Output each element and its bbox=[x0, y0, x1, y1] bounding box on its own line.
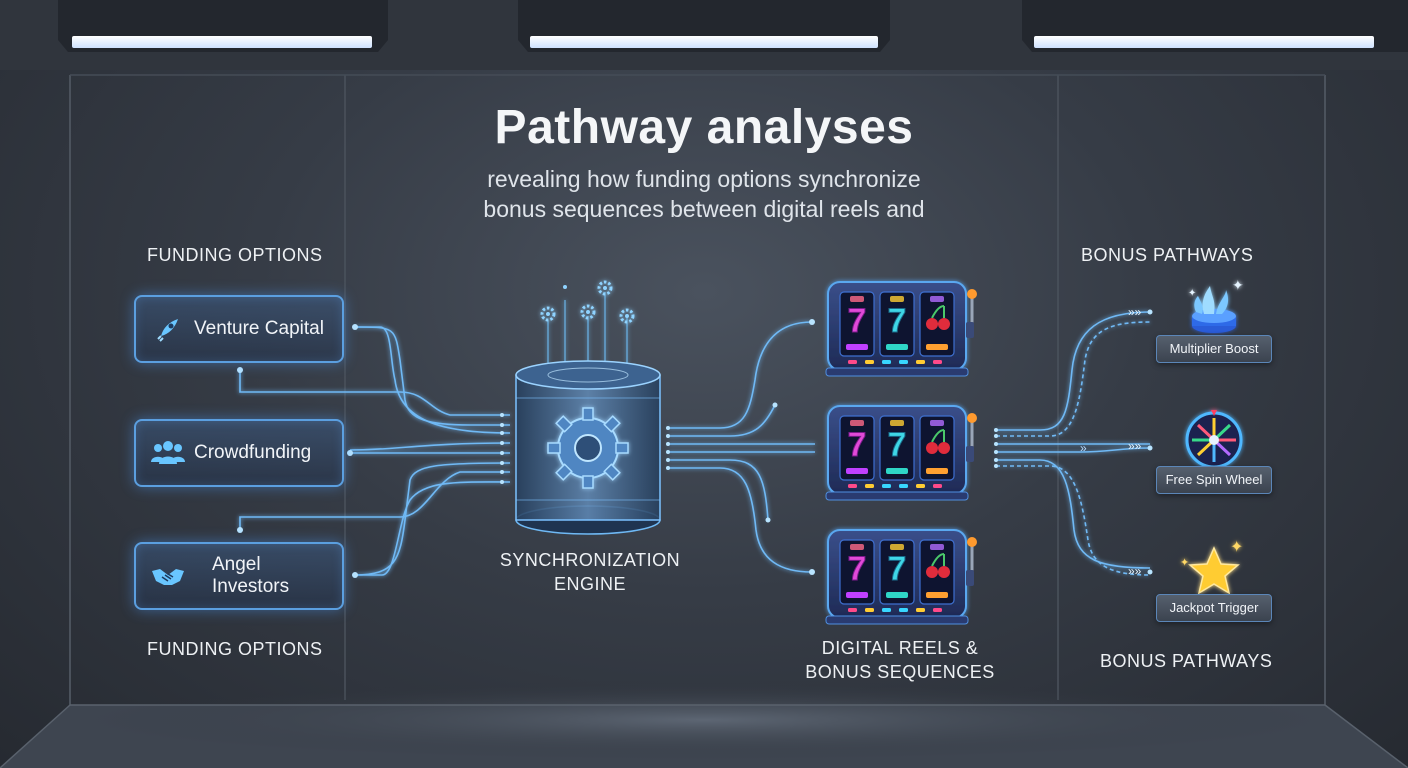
ceiling-light bbox=[1022, 0, 1408, 52]
engine-label: SYNCHRONIZATION ENGINE bbox=[470, 548, 710, 596]
bonus-multiplier-boost[interactable]: Multiplier Boost bbox=[1156, 335, 1272, 363]
gear-cluster-icon bbox=[547, 292, 628, 370]
reel-seven-symbol: 7 bbox=[848, 550, 867, 588]
svg-text:✦: ✦ bbox=[1180, 557, 1189, 569]
funding-connectors bbox=[239, 326, 511, 576]
reel-seven-symbol: 7 bbox=[888, 426, 907, 464]
star-icon: ✦ ✦ bbox=[1180, 539, 1243, 595]
svg-text:✦: ✦ bbox=[1188, 288, 1196, 299]
gear-icon bbox=[547, 407, 629, 489]
fountain-icon: ✦ ✦ bbox=[1188, 277, 1244, 333]
svg-text:✦: ✦ bbox=[1230, 539, 1243, 556]
reels-label-line-1: DIGITAL REELS & bbox=[821, 638, 979, 658]
bonus-jackpot-trigger[interactable]: Jackpot Trigger bbox=[1156, 594, 1272, 622]
reel-seven-symbol: 7 bbox=[848, 426, 867, 464]
reels-label-line-2: BONUS SEQUENCES bbox=[805, 662, 995, 682]
reel-seven-symbol: 7 bbox=[888, 302, 907, 340]
bonus-free-spin-wheel[interactable]: Free Spin Wheel bbox=[1156, 466, 1272, 494]
svg-text:»»: »» bbox=[1128, 439, 1142, 453]
funding-option-label: Angel Investors bbox=[212, 554, 289, 598]
funding-option-label: Crowdfunding bbox=[194, 442, 312, 463]
subtitle-line-1: revealing how funding options synchroniz… bbox=[487, 166, 921, 192]
engine-label-line-2: ENGINE bbox=[553, 574, 626, 594]
ceiling-light bbox=[58, 0, 388, 52]
funding-option-crowdfunding[interactable]: Crowdfunding bbox=[134, 419, 344, 487]
funding-heading: FUNDING OPTIONS bbox=[147, 245, 323, 265]
cherry-icon bbox=[926, 305, 950, 330]
reel-seven-symbol: 7 bbox=[848, 302, 867, 340]
reels-label: DIGITAL REELS & BONUS SEQUENCES bbox=[780, 636, 1020, 684]
wheel-icon bbox=[1185, 410, 1243, 469]
funding-option-label-line-1: Angel bbox=[212, 554, 261, 575]
funding-option-angel-investors[interactable]: Angel Investors bbox=[134, 542, 344, 610]
engine-connectors bbox=[668, 321, 815, 573]
funding-option-label: Venture Capital bbox=[194, 318, 324, 339]
connector-nodes bbox=[237, 324, 504, 578]
reel-seven-symbol: 7 bbox=[888, 550, 907, 588]
subtitle-line-2: bonus sequences between digital reels an… bbox=[483, 196, 925, 222]
ceiling-light bbox=[518, 0, 890, 52]
cherry-icon bbox=[926, 429, 950, 454]
svg-text:✦: ✦ bbox=[1232, 277, 1244, 293]
synchronization-engine bbox=[515, 280, 661, 535]
funding-option-venture-capital[interactable]: Venture Capital bbox=[134, 295, 344, 363]
people-icon bbox=[148, 440, 188, 466]
bonus-heading: BONUS PATHWAYS bbox=[1081, 245, 1254, 265]
bonus-connectors bbox=[996, 311, 1151, 576]
svg-text:»»: »» bbox=[1128, 305, 1142, 319]
svg-text:»»: »» bbox=[1128, 564, 1142, 578]
handshake-icon bbox=[148, 563, 188, 589]
funding-option-label-line-2: Investors bbox=[212, 576, 290, 597]
svg-text:»: » bbox=[1080, 441, 1087, 455]
rocket-icon bbox=[148, 314, 188, 344]
page-title: Pathway analyses bbox=[494, 101, 914, 154]
bonus-footer: BONUS PATHWAYS bbox=[1100, 651, 1273, 671]
engine-label-line-1: SYNCHRONIZATION bbox=[499, 550, 681, 570]
funding-footer: FUNDING OPTIONS bbox=[147, 639, 323, 659]
cherry-icon bbox=[926, 553, 950, 578]
